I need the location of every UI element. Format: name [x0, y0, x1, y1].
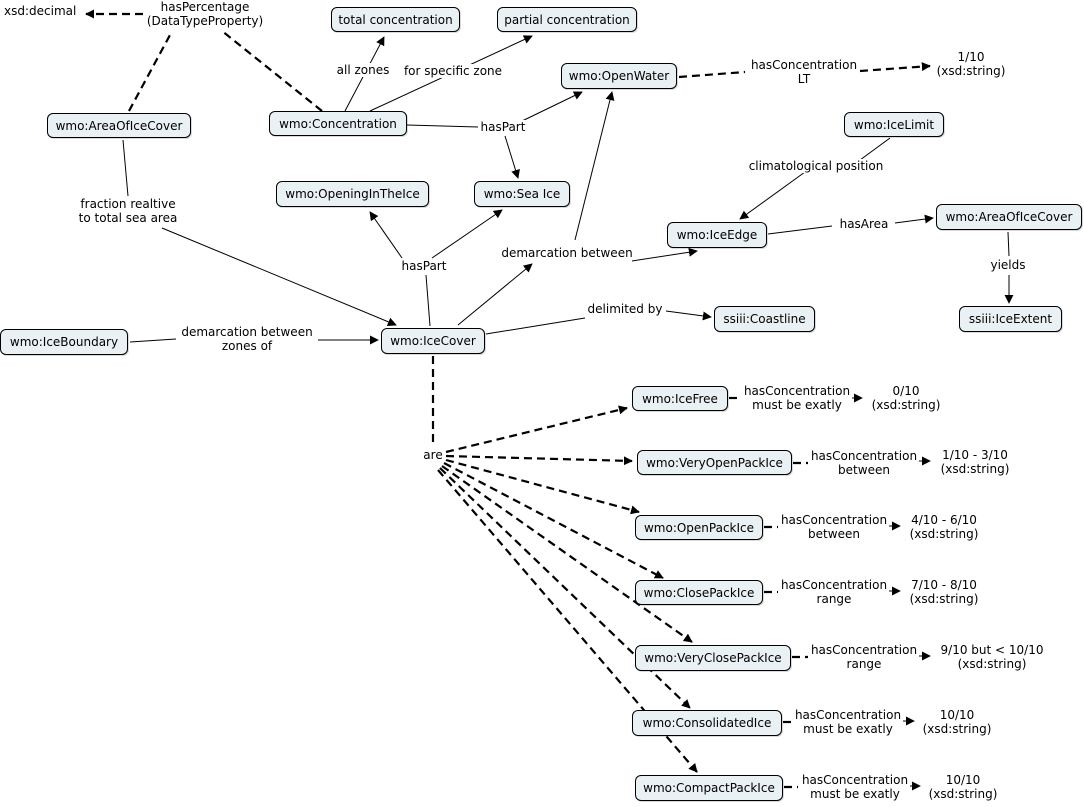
edge-label-conc-compact: hasConcentration must be exatly [799, 773, 911, 801]
node-very-close-pack-ice[interactable]: wmo:VeryClosePackIce [635, 645, 791, 671]
node-coastline[interactable]: ssiii:Coastline [714, 306, 815, 332]
edge-has-part-to-sea-ice-mid [431, 209, 503, 259]
edge-demarcation-to-open-water [574, 91, 615, 241]
node-area-of-ice-cover-right[interactable]: wmo:AreaOfIceCover [936, 204, 1082, 230]
edge-area-left-fraction [122, 139, 129, 197]
value-very-close-value: 9/10 but < 10/10 (xsd:string) [938, 643, 1046, 671]
edge-ice-limit-position [859, 137, 891, 161]
edge-delimited-to-coastline [665, 310, 712, 321]
edge-label-conc-close: hasConcentration range [778, 578, 890, 606]
edge-label-has-percentage: hasPercentage (DataTypeProperty) [144, 0, 266, 28]
edge-label-are: are [421, 448, 445, 462]
edge-are-ice-free [445, 405, 628, 454]
node-ice-cover[interactable]: wmo:IceCover [381, 328, 485, 354]
edge-ice-edge-has-area [767, 225, 833, 235]
value-open-value: 4/10 - 6/10 (xsd:string) [907, 513, 981, 541]
node-ice-limit[interactable]: wmo:IceLimit [844, 112, 944, 137]
edge-fraction-to-ice-cover [161, 227, 397, 327]
node-sea-ice[interactable]: wmo:Sea Ice [474, 181, 570, 207]
edge-open-water-value [859, 62, 931, 73]
edge-position-to-ice-edge [739, 171, 806, 220]
node-ice-boundary[interactable]: wmo:IceBoundary [0, 329, 128, 355]
edge-has-part-to-sea-ice [504, 135, 520, 179]
edge-label-for-specific-zone: for specific zone [401, 64, 505, 78]
edge-ice-cover-delimited [485, 317, 586, 335]
edge-boundary-demarcation [129, 338, 177, 343]
value-open-water-value: 1/10 (xsd:string) [934, 50, 1008, 78]
node-concentration[interactable]: wmo:Concentration [269, 111, 407, 136]
edge-label-has-area: hasArea [837, 217, 891, 231]
node-open-pack-ice[interactable]: wmo:OpenPackIce [635, 515, 763, 540]
node-xsd-decimal[interactable]: xsd:decimal [4, 4, 77, 18]
edge-label-has-part-mid: hasPart [399, 259, 449, 273]
node-ice-free[interactable]: wmo:IceFree [632, 386, 728, 411]
edge-ice-cover-demarcation [457, 263, 533, 326]
value-close-value: 7/10 - 8/10 (xsd:string) [907, 578, 981, 606]
edge-are-very-close [441, 465, 693, 643]
edge-are-very-open [445, 454, 633, 466]
edge-label-yields: yields [988, 258, 1028, 272]
edge-label-conc-open: hasConcentration between [778, 513, 890, 541]
edge-concentration-has-part [406, 124, 479, 128]
node-close-pack-ice[interactable]: wmo:ClosePackIce [635, 580, 763, 605]
edge-label-conc-very-open: hasConcentration between [808, 449, 920, 477]
node-opening-in-the-ice[interactable]: wmo:OpeningInTheIce [276, 181, 429, 207]
node-very-open-pack-ice[interactable]: wmo:VeryOpenPackIce [637, 450, 792, 475]
edge-label-delimited-by: delimited by [585, 302, 665, 316]
node-consolidated-ice[interactable]: wmo:ConsolidatedIce [632, 710, 782, 736]
node-area-of-ice-cover-left[interactable]: wmo:AreaOfIceCover [47, 113, 191, 138]
node-partial-concentration[interactable]: partial concentration [497, 7, 637, 32]
edge-open-water-concentration [678, 70, 746, 79]
node-open-water[interactable]: wmo:OpenWater [561, 63, 677, 89]
node-compact-pack-ice[interactable]: wmo:CompactPackIce [635, 775, 783, 801]
edge-demarcation-to-ice-edge [631, 247, 698, 262]
edge-label-demarcation-between: demarcation between [499, 246, 635, 260]
node-total-concentration[interactable]: total concentration [331, 7, 460, 32]
edge-has-part-to-open-water [519, 91, 583, 123]
value-consolidated-value: 10/10 (xsd:string) [920, 708, 994, 736]
edge-are-close [443, 462, 664, 579]
node-ice-edge[interactable]: wmo:IceEdge [667, 222, 767, 248]
edge-concentration-to-has-percentage [221, 30, 323, 112]
edge-label-conc-ice-free: hasConcentration must be exatly [741, 384, 853, 412]
edge-ice-cover-has-part [425, 274, 431, 327]
edge-label-all-zones: all zones [334, 63, 392, 77]
value-very-open-value: 1/10 - 3/10 (xsd:string) [938, 448, 1012, 476]
node-ice-extent[interactable]: ssiii:IceExtent [959, 306, 1062, 332]
edge-label-has-part-top: hasPart [478, 120, 528, 134]
value-ice-free-value: 0/10 (xsd:string) [869, 384, 943, 412]
value-compact-value: 10/10 (xsd:string) [926, 773, 1000, 801]
edge-label-has-concentration-lt: hasConcentration LT [748, 58, 860, 86]
edge-area-left-to-has-percentage [128, 34, 171, 112]
edge-label-climatological-position: climatological position [746, 159, 886, 173]
edge-label-fraction-relative: fraction realtive to total sea area [76, 197, 180, 225]
edge-label-conc-very-close: hasConcentration range [808, 643, 920, 671]
edge-label-conc-consolidated: hasConcentration must be exatly [792, 708, 904, 736]
edge-has-part-to-opening [369, 211, 403, 259]
edge-has-area-to-right [894, 214, 934, 224]
edge-are-open [445, 458, 640, 515]
edge-area-right-yields [1007, 231, 1010, 257]
edge-label-demarcation-between-zones: demarcation between zones of [179, 325, 315, 353]
